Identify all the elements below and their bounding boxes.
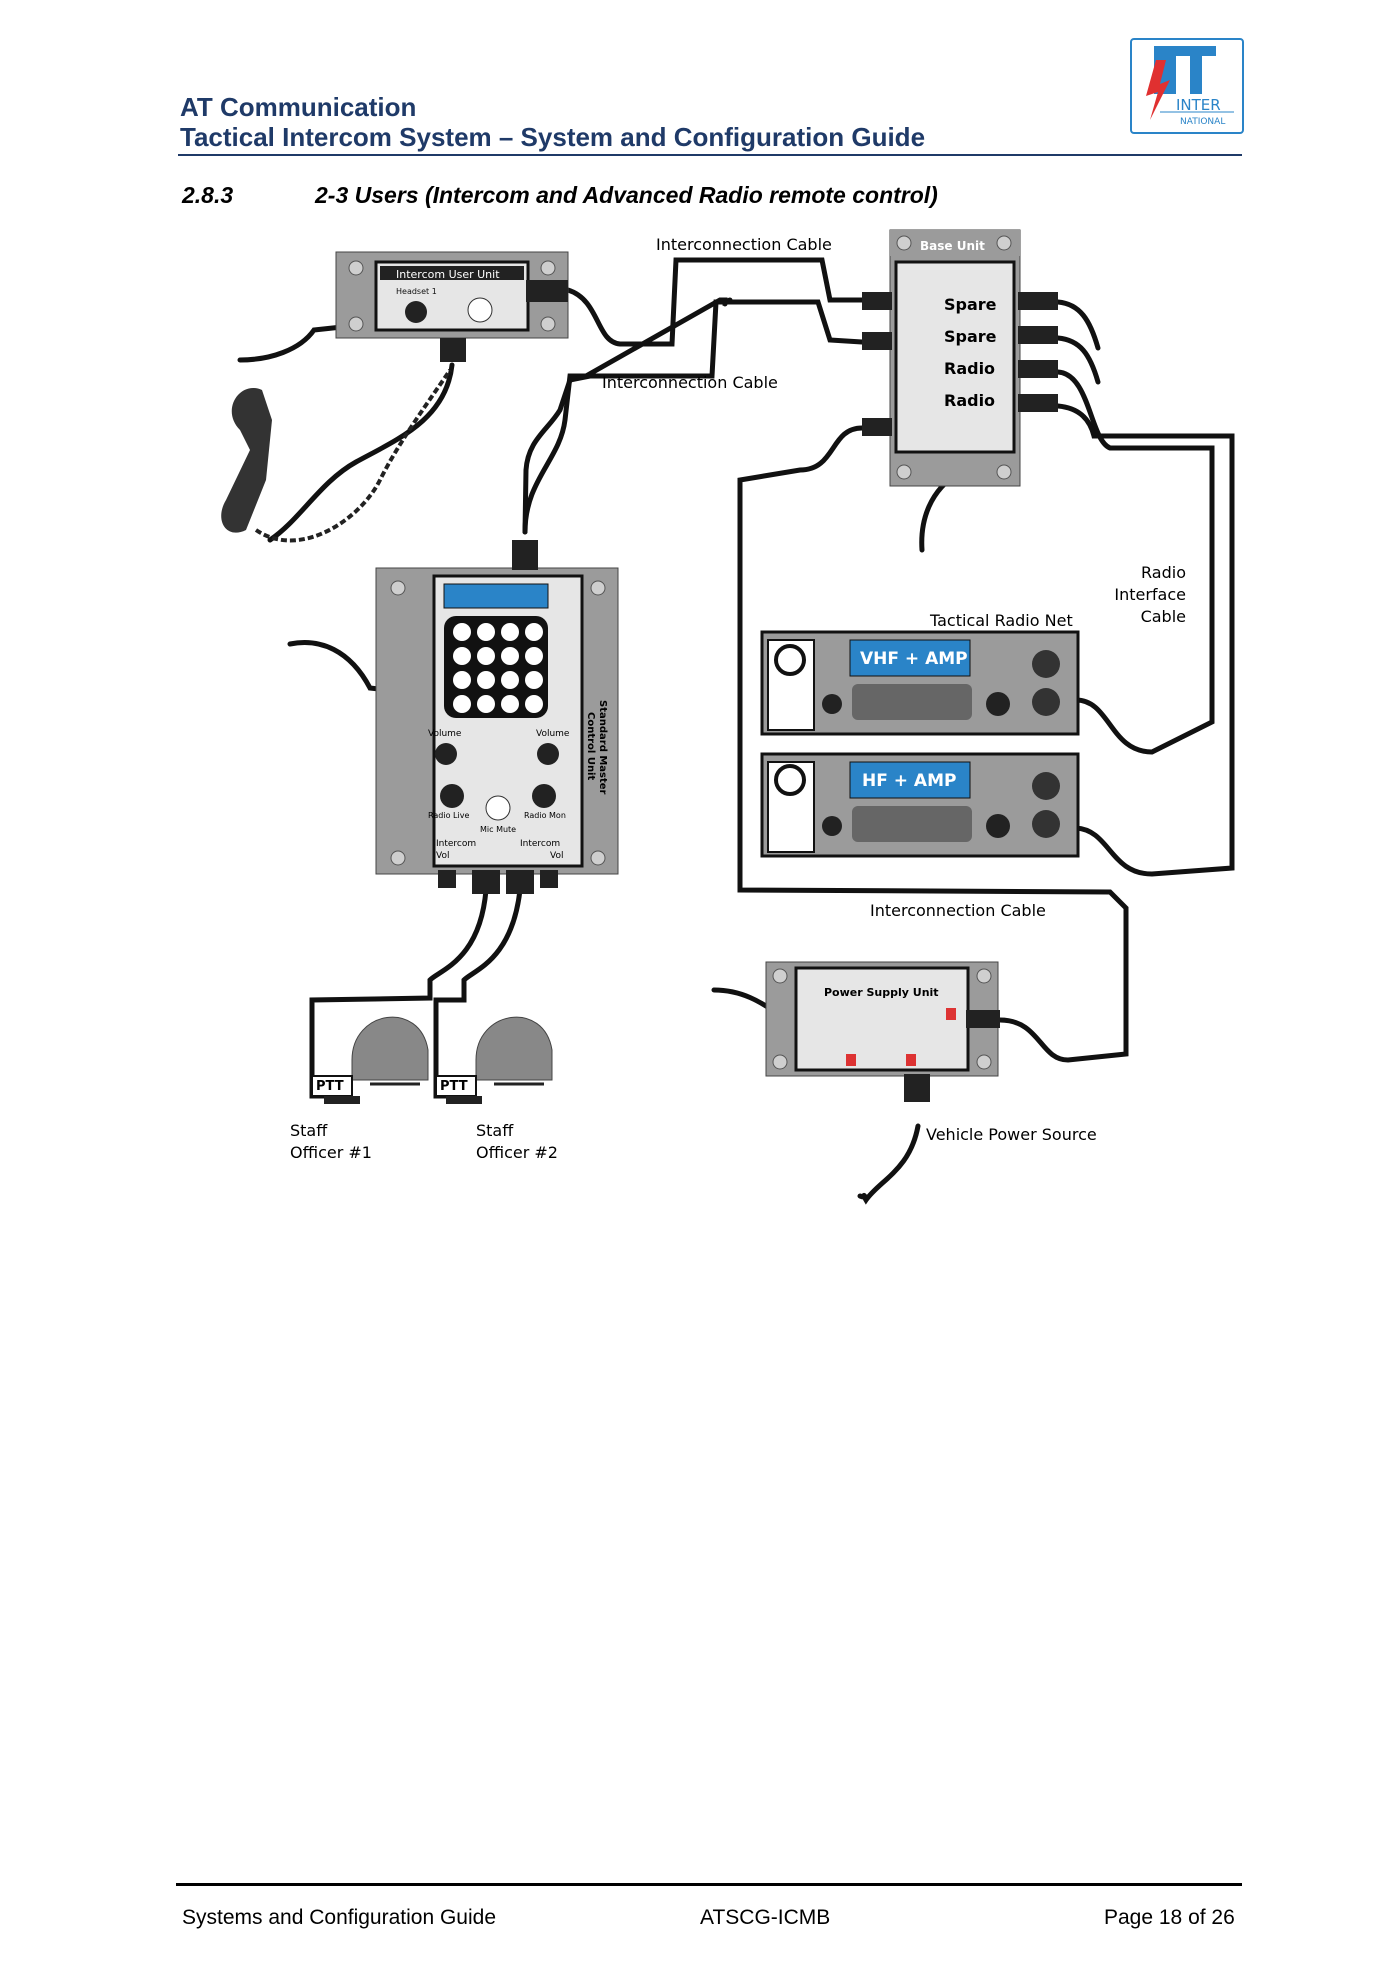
cable-label-mid: Interconnection Cable: [602, 373, 778, 392]
footer-left: Systems and Configuration Guide: [182, 1906, 497, 1929]
cable-label-top: Interconnection Cable: [656, 235, 832, 254]
footer-page-number: Page 18 of 26: [1104, 1906, 1235, 1929]
base-port-spare-1: Spare: [944, 295, 997, 314]
hf-radio: HF + AMP: [760, 752, 1080, 858]
radio-live-label: Radio Live: [428, 811, 469, 820]
volume-right-label: Volume: [536, 729, 570, 739]
section-title: 2-3 Users (Intercom and Advanced Radio r…: [315, 182, 938, 208]
cables: [237, 257, 1235, 1205]
psu-label: Power Supply Unit: [824, 986, 939, 999]
mic-mute-label: Mic Mute: [480, 825, 516, 834]
standard-master-control-unit: Volume Volume Radio Live Radio Mon Mic M…: [375, 540, 619, 894]
vhf-radio: VHF + AMP: [760, 630, 1080, 736]
intercom-user-unit: Intercom User Unit Headset 1: [335, 251, 569, 362]
cable-label-bottom: Interconnection Cable: [870, 901, 1046, 920]
document-title: Tactical Intercom System – System and Co…: [180, 122, 926, 152]
intercom-vol-left-line-2: Vol: [436, 851, 449, 861]
base-unit-label: Base Unit: [920, 239, 985, 253]
radio-interface-cable-line-3: Cable: [1141, 607, 1186, 626]
company-name: AT Communication: [180, 92, 417, 122]
smcu-label-line-2: Control Unit: [585, 712, 596, 780]
staff-officer-1-line-2: Officer #1: [290, 1143, 372, 1162]
power-supply-unit: Power Supply Unit: [765, 961, 1000, 1102]
radio-mon-label: Radio Mon: [524, 811, 566, 820]
intercom-unit-label: Intercom User Unit: [396, 268, 500, 281]
intercom-vol-left-line-1: Intercom: [436, 839, 476, 849]
ptt-label-1: PTT: [316, 1079, 344, 1094]
base-port-radio-2: Radio: [944, 391, 995, 410]
headset-1-label: Headset 1: [396, 287, 437, 296]
staff-officer-1-line-1: Staff: [290, 1121, 328, 1140]
vhf-label: VHF + AMP: [860, 649, 968, 669]
staff-officer-2-line-2: Officer #2: [476, 1143, 558, 1162]
radio-interface-cable-line-1: Radio: [1141, 563, 1186, 582]
logo-text-inter: INTER: [1176, 96, 1221, 114]
base-port-radio-1: Radio: [944, 359, 995, 378]
base-unit: Base Unit Spare Spare Radio Radio: [862, 229, 1058, 487]
footer-center: ATSCG-ICMB: [700, 1906, 831, 1929]
ptt-label-2: PTT: [440, 1079, 468, 1094]
tactical-radio-net-label: Tactical Radio Net: [929, 611, 1073, 630]
footer-rule: [176, 1883, 1242, 1886]
staff-officer-2-line-1: Staff: [476, 1121, 514, 1140]
base-port-spare-2: Spare: [944, 327, 997, 346]
company-logo: INTER NATIONAL: [1130, 38, 1244, 134]
hf-label: HF + AMP: [862, 771, 956, 791]
intercom-vol-right-line-1: Intercom: [520, 839, 560, 849]
vehicle-power-source-label: Vehicle Power Source: [926, 1125, 1097, 1144]
volume-left-label: Volume: [428, 729, 462, 739]
intercom-vol-right-line-2: Vol: [550, 851, 563, 861]
handset-icon: [221, 368, 452, 543]
staff-officer-1-headset-icon: PTT: [311, 1016, 429, 1104]
header-rule: [178, 154, 1242, 156]
logo-text-national: NATIONAL: [1180, 117, 1225, 127]
staff-officer-2-headset-icon: PTT: [435, 1016, 553, 1104]
smcu-label-line-1: Standard Master: [597, 700, 608, 795]
radio-interface-cable-line-2: Interface: [1114, 585, 1186, 604]
section-number: 2.8.3: [182, 182, 234, 208]
